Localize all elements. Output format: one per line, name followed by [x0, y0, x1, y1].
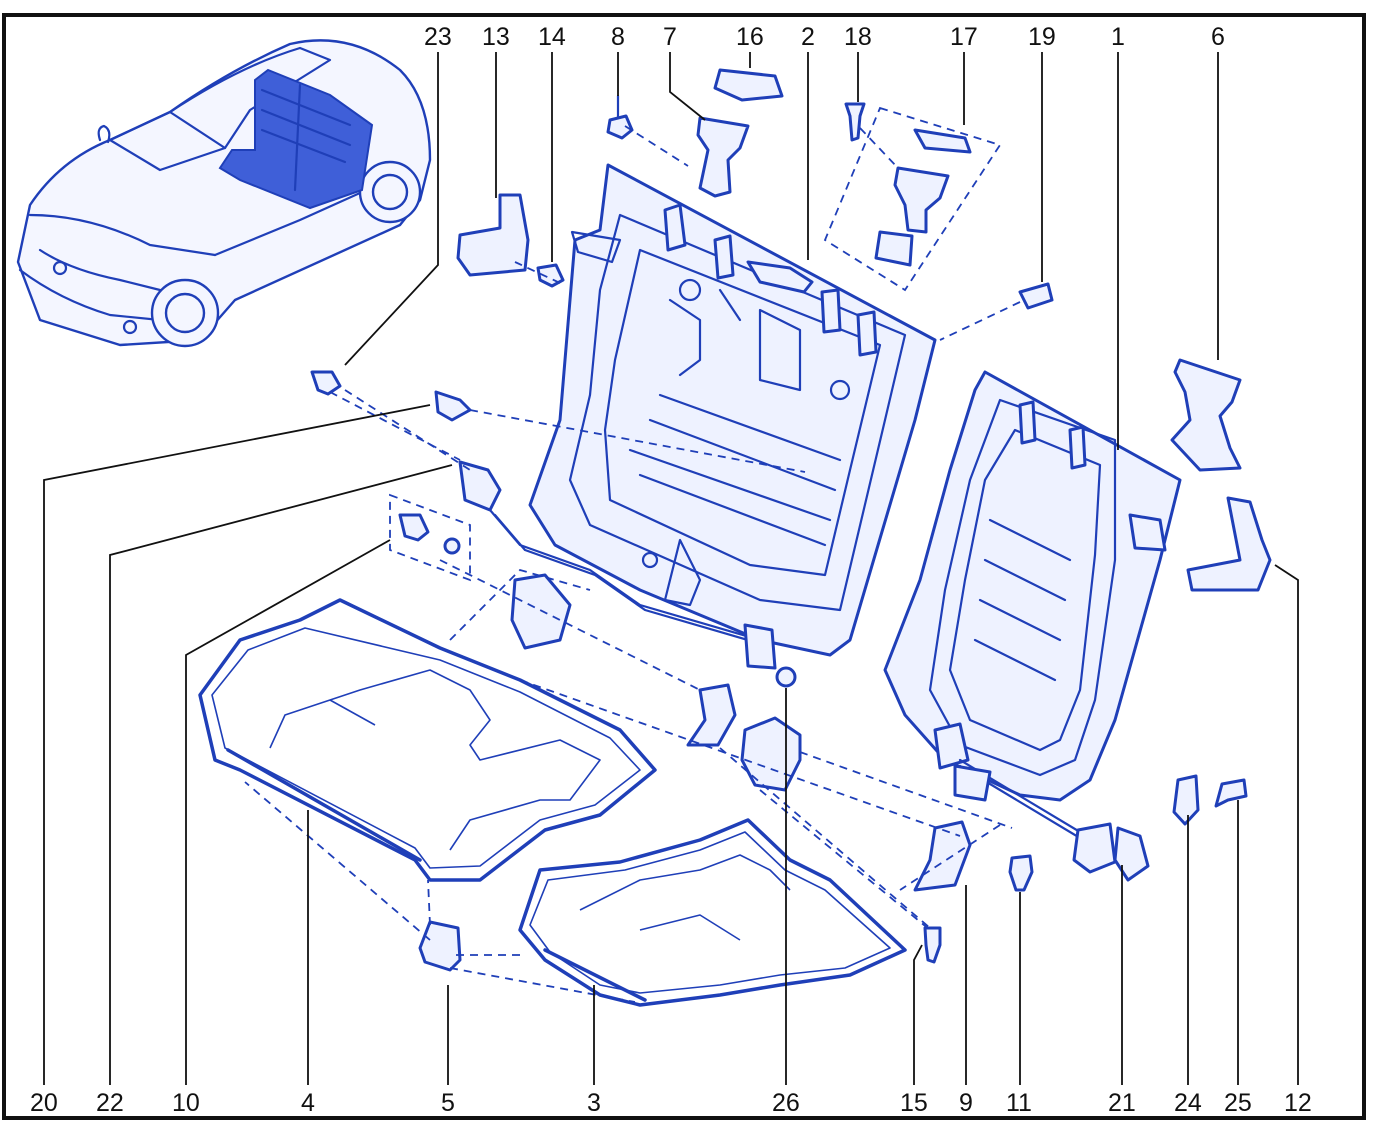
- callout-9: 9: [959, 1089, 973, 1117]
- headrest-guide-17: [893, 166, 950, 234]
- car-thumbnail: [16, 39, 432, 348]
- callouts-top: 23 13 14 8 7 16 2 18 17 19 1 6: [424, 23, 1225, 51]
- group-box-10b: [449, 568, 591, 641]
- callout-6: 6: [1211, 23, 1225, 51]
- bolt-23: [310, 370, 342, 396]
- callout-23: 23: [424, 23, 452, 51]
- screw-18: [844, 102, 866, 142]
- leader-20: [43, 404, 431, 1085]
- callout-15: 15: [900, 1089, 928, 1117]
- leader-23: [344, 52, 439, 366]
- cushion-frame-large: [198, 598, 657, 882]
- callout-7: 7: [663, 23, 677, 51]
- headrest-guide-6: [1170, 358, 1242, 472]
- loop-24: [1172, 774, 1200, 826]
- callout-20: 20: [30, 1089, 58, 1117]
- seat-back-large: [528, 163, 937, 657]
- bolt-10: [398, 513, 430, 542]
- callout-14: 14: [538, 23, 566, 51]
- callout-22: 22: [96, 1089, 124, 1117]
- callout-18: 18: [844, 23, 872, 51]
- headrest-guide-7: [696, 116, 750, 198]
- seat-back-small: [883, 370, 1182, 802]
- callout-4: 4: [301, 1089, 315, 1117]
- bolt-8: [606, 114, 634, 140]
- bolt-20: [434, 390, 472, 422]
- callout-26: 26: [772, 1089, 800, 1117]
- leader-7: [669, 52, 706, 121]
- callout-21: 21: [1108, 1089, 1136, 1117]
- headrest-cover-16: [713, 68, 784, 102]
- washer-26: [775, 666, 797, 688]
- leader-10: [185, 539, 391, 1085]
- callout-1: 1: [1111, 23, 1125, 51]
- callout-13: 13: [482, 23, 510, 51]
- callout-3: 3: [587, 1089, 601, 1117]
- bracket-9a: [686, 683, 737, 747]
- headrest-cover-17: [913, 128, 972, 154]
- callouts-bottom: 20 22 10 4 5 3 26 15 9 11 21 24 25 12: [30, 1089, 1312, 1117]
- hardware: [310, 68, 1272, 972]
- assembly-lines: [244, 125, 1021, 1003]
- callout-5: 5: [441, 1089, 455, 1117]
- leader-lines: [43, 52, 1299, 1085]
- bracket-13: [456, 193, 530, 277]
- callout-11: 11: [1006, 1089, 1032, 1117]
- hinge-rod-assembly: [458, 460, 1150, 882]
- leader-15: [913, 944, 923, 1085]
- leader-22: [109, 464, 453, 1085]
- car-rear-seat-highlight: [218, 68, 374, 210]
- diagram-border: [2, 13, 1366, 1120]
- leader-12: [1274, 564, 1299, 1085]
- callout-19: 19: [1028, 23, 1056, 51]
- bracket-9b: [913, 820, 972, 892]
- clip-17: [874, 230, 914, 267]
- hook-5: [418, 920, 462, 972]
- bracket-12: [1186, 496, 1272, 592]
- callout-10: 10: [172, 1089, 200, 1117]
- washer-10: [443, 537, 461, 555]
- group-box-17: [823, 106, 1002, 292]
- screw-15: [923, 926, 942, 964]
- callout-2: 2: [801, 23, 815, 51]
- plate-26: [740, 716, 802, 792]
- screw-25: [1214, 778, 1248, 808]
- callout-24: 24: [1174, 1089, 1202, 1117]
- clip-19: [1018, 282, 1054, 310]
- clip-11: [1008, 854, 1034, 892]
- callout-12: 12: [1284, 1089, 1312, 1117]
- callout-25: 25: [1224, 1089, 1252, 1117]
- callout-8: 8: [611, 23, 625, 51]
- callout-17: 17: [950, 23, 978, 51]
- group-box-10: [389, 493, 471, 582]
- callout-16: 16: [736, 23, 764, 51]
- cushion-frame-small: [518, 818, 907, 1007]
